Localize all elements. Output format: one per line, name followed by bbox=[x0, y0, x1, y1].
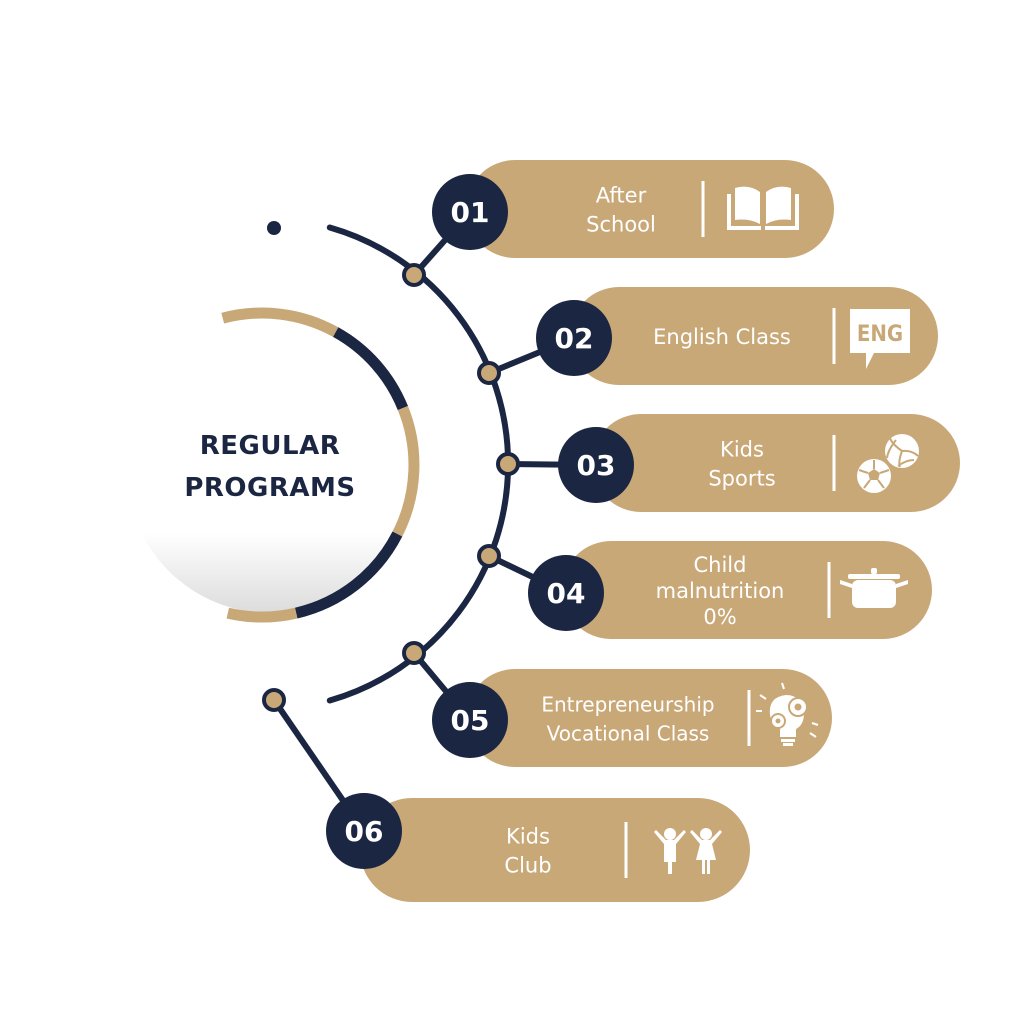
arc-start-dot bbox=[267, 221, 281, 235]
number-badge-circle bbox=[432, 682, 508, 758]
title-line-2: PROGRAMS bbox=[184, 473, 355, 503]
number-badge-circle bbox=[558, 427, 634, 503]
eng-icon-text: ENG bbox=[857, 322, 903, 347]
program-number: 04 bbox=[547, 577, 586, 610]
center-circle bbox=[127, 327, 413, 613]
program-label-line: Sports bbox=[708, 467, 775, 491]
children-icon bbox=[654, 828, 722, 874]
timeline-node bbox=[262, 688, 286, 712]
timeline-node bbox=[402, 641, 426, 665]
pill-background bbox=[360, 798, 750, 902]
timeline-node bbox=[496, 452, 520, 476]
program-number: 02 bbox=[555, 322, 594, 355]
number-badge-03: 03 bbox=[558, 427, 634, 503]
number-badge-01: 01 bbox=[432, 174, 508, 250]
number-badge-06: 06 bbox=[326, 793, 402, 869]
eng-speech-bubble-icon: ENG bbox=[850, 309, 910, 369]
pill-background bbox=[466, 669, 832, 767]
program-number: 05 bbox=[451, 704, 490, 737]
ring-segment-gold-right bbox=[392, 406, 420, 537]
title-line-1: REGULAR bbox=[200, 431, 340, 461]
pill-background bbox=[562, 541, 932, 639]
number-badge-02: 02 bbox=[536, 300, 612, 376]
balls-icon bbox=[857, 434, 919, 493]
center-badge: REGULAR PROGRAMS bbox=[127, 307, 420, 623]
program-pill-02: English Class ENG bbox=[570, 287, 938, 385]
timeline-node bbox=[402, 263, 426, 287]
number-badge-circle bbox=[528, 555, 604, 631]
program-number: 03 bbox=[577, 449, 616, 482]
program-label-line: After bbox=[596, 184, 647, 208]
number-badges: 01 02 03 04 05 06 bbox=[326, 174, 634, 869]
number-badge-circle bbox=[326, 793, 402, 869]
program-label-line: Kids bbox=[506, 825, 550, 849]
program-label-line: Kids bbox=[720, 438, 764, 462]
number-badge-05: 05 bbox=[432, 682, 508, 758]
program-label-line: malnutrition bbox=[656, 579, 785, 603]
ring-segment-gold-bottom bbox=[226, 607, 298, 623]
ring-segment-navy-lower bbox=[294, 531, 403, 619]
pill-background bbox=[570, 287, 938, 385]
program-label-line: Child bbox=[694, 553, 747, 577]
lightbulb-gears-icon bbox=[756, 682, 819, 746]
program-label-line: Club bbox=[504, 854, 551, 878]
pill-background bbox=[466, 160, 834, 258]
timeline-node bbox=[477, 361, 501, 385]
open-book-icon bbox=[727, 186, 799, 230]
program-number: 06 bbox=[345, 815, 384, 848]
timeline-node bbox=[477, 544, 501, 568]
program-label-line: Entrepreneurship bbox=[541, 693, 714, 717]
program-label-line: 0% bbox=[703, 605, 736, 629]
cooking-pot-icon bbox=[840, 568, 908, 608]
number-badge-circle bbox=[536, 300, 612, 376]
number-badge-04: 04 bbox=[528, 555, 604, 631]
number-badge-circle bbox=[432, 174, 508, 250]
program-number: 01 bbox=[451, 196, 490, 229]
program-label-line: Vocational Class bbox=[547, 722, 710, 746]
ring-segment-navy-upper bbox=[332, 327, 408, 411]
ring-segment-gold-top bbox=[221, 307, 339, 337]
program-label-line: School bbox=[586, 213, 656, 237]
program-label-line: English Class bbox=[653, 325, 791, 349]
